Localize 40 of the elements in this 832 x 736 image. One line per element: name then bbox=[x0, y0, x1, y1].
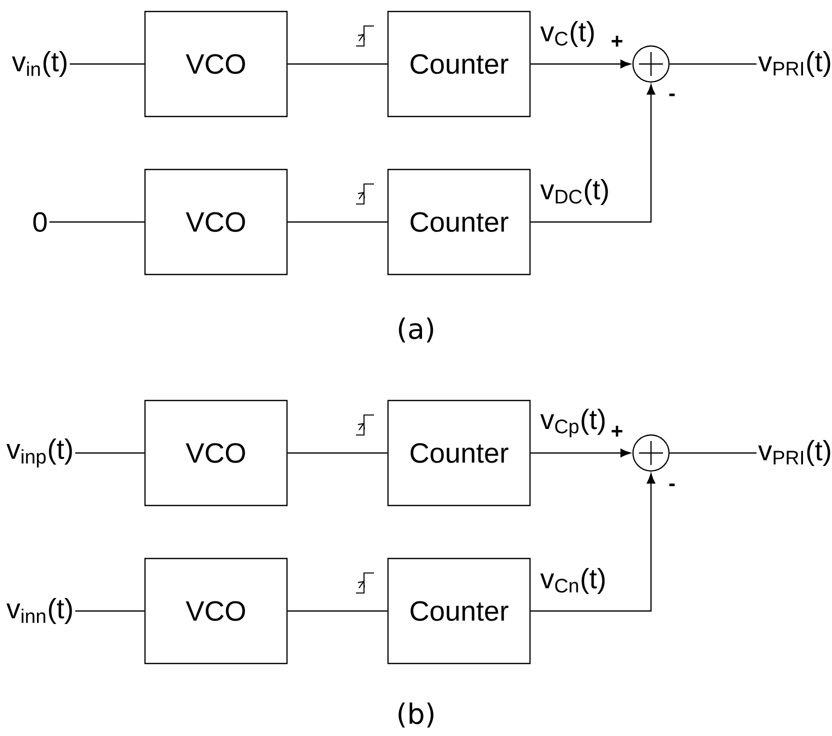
signal-label: 0 bbox=[33, 212, 47, 232]
connector bbox=[670, 452, 757, 454]
connector bbox=[670, 63, 757, 65]
signal-label: v$_{in}$(t) bbox=[12, 50, 66, 78]
signal-label: v$_{PRI}$(t) bbox=[758, 50, 830, 78]
block-box: Counter bbox=[387, 168, 531, 276]
connector bbox=[530, 84, 656, 223]
sign-label: - bbox=[669, 484, 675, 486]
signal-label: v$_{inp}$(t) bbox=[6, 438, 72, 468]
block-box: VCO bbox=[144, 168, 288, 276]
connector bbox=[288, 63, 388, 65]
edge-label: v$_{Cp}$(t) bbox=[538, 407, 608, 439]
connector bbox=[530, 473, 656, 612]
connector bbox=[70, 63, 144, 65]
block-box: VCO bbox=[144, 400, 288, 506]
connector bbox=[49, 221, 144, 223]
block-box: VCO bbox=[144, 558, 288, 664]
connector bbox=[75, 610, 144, 612]
block-box: Counter bbox=[387, 558, 531, 664]
connector bbox=[288, 452, 388, 454]
block-box: Counter bbox=[387, 400, 531, 506]
block-box: Counter bbox=[387, 10, 531, 118]
edge-label: v$_{DC}$(t) bbox=[538, 178, 611, 206]
edge-label: v$_{C}$(t) bbox=[538, 20, 597, 48]
signal-label: v$_{inn}$(t) bbox=[6, 598, 72, 624]
connector bbox=[530, 60, 631, 68]
connector bbox=[530, 448, 631, 458]
summing-junction bbox=[632, 434, 670, 472]
connector bbox=[288, 221, 388, 223]
signal-label: v$_{PRI}$(t) bbox=[758, 440, 830, 466]
sign-label: + bbox=[612, 36, 622, 47]
connector bbox=[75, 452, 144, 454]
edge-label: v$_{Cn}$(t) bbox=[538, 566, 608, 596]
panel-caption: (a) bbox=[398, 318, 434, 342]
sign-label: + bbox=[612, 426, 622, 437]
panel-caption: (b) bbox=[398, 702, 434, 728]
block-box: VCO bbox=[144, 10, 288, 118]
connector bbox=[288, 610, 388, 612]
summing-junction bbox=[632, 45, 670, 83]
sign-label: - bbox=[669, 94, 675, 96]
